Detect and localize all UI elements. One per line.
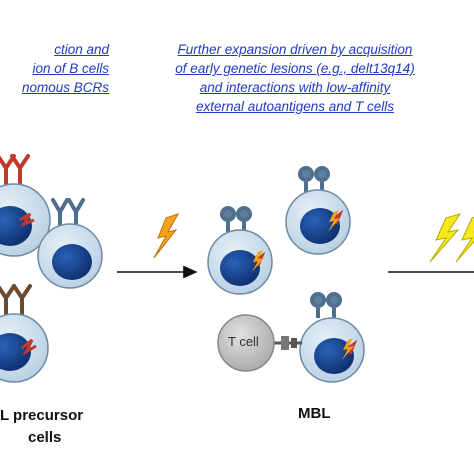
nucleus [314, 338, 354, 374]
receptor-steel-icon [310, 292, 342, 318]
caption-middle-line: and interactions with low-affinity [199, 80, 391, 95]
t-cell-body [217, 314, 275, 372]
caption-left-line: ion of B cells [32, 61, 109, 76]
precursor-label-line1: L precursor [0, 407, 84, 424]
receptor-red-icon [0, 154, 30, 190]
mbl-cell-bottom-right [299, 292, 365, 383]
precursor-label-line2: cells [28, 429, 62, 446]
t-cell-label: T cell [228, 334, 259, 349]
mbl-label-text: MBL [298, 405, 331, 422]
nucleus [300, 208, 340, 244]
t-cell-interaction [217, 314, 302, 372]
caption-middle: Further expansion driven by acquisition … [145, 40, 445, 116]
lightning-small-icon [252, 250, 264, 272]
lesion-mark [19, 212, 35, 228]
receptor-steel-icon [220, 206, 252, 232]
nucleus [220, 250, 260, 286]
caption-left-line: ction and [54, 42, 109, 57]
lesion-mark [21, 338, 37, 356]
caption-middle-line: Further expansion driven by acquisition [177, 42, 413, 57]
caption-left-line: nomous BCRs [21, 80, 109, 95]
precursor-cell-right [37, 198, 103, 289]
lightning-small-icon [342, 338, 354, 360]
mhc-block [291, 338, 297, 348]
receptor-brown-icon [0, 284, 32, 320]
t-cell-label-text: T cell [228, 334, 259, 349]
mbl-label: MBL [298, 405, 331, 422]
caption-middle-line: of early genetic lesions (e.g., delt13q1… [175, 61, 415, 76]
precursor-cell-bottom [0, 284, 49, 383]
lightning-small-icon [328, 210, 340, 232]
mbl-cell-top-right [285, 166, 351, 255]
lightning-bolt-icon [429, 213, 462, 263]
lightning-bolt-icon [153, 213, 180, 259]
lightning-bolt-icon [455, 216, 474, 263]
precursor-label: L precursor cells [0, 405, 83, 449]
caption-left: ction and ion of B cells nomous BCRs [22, 40, 109, 97]
receptor-steel-icon [298, 166, 330, 192]
mbl-cell-top-left [207, 206, 273, 295]
caption-middle-line: external autoantigens and T cells [195, 99, 395, 114]
nucleus [52, 244, 92, 280]
nucleus [0, 333, 31, 371]
tcr-block [281, 336, 289, 350]
precursor-cell-top [0, 154, 51, 257]
